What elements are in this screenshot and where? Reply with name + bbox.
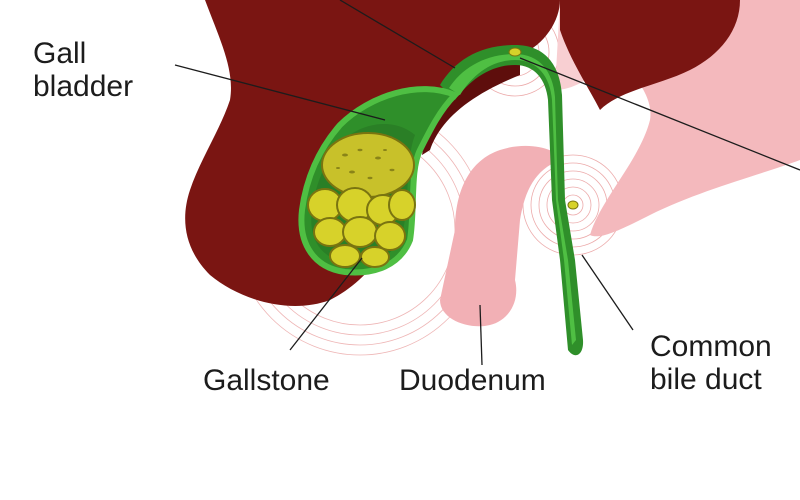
leader-common-bile-duct [581, 254, 634, 331]
liver-shadow-edge [422, 55, 520, 155]
liver-right-lobe [560, 0, 740, 110]
gallstones [307, 132, 416, 268]
gallstone [329, 244, 361, 268]
gallstone-texture [336, 148, 395, 180]
label-gall-bladder: Gall bladder [33, 37, 134, 103]
leader-top [339, 0, 456, 69]
gallstone [313, 217, 347, 247]
leader-lines [174, 0, 800, 366]
label-gallstone: Gallstone [203, 364, 330, 397]
label-common-bile-duct: Common bile duct [650, 330, 772, 396]
gallstone [374, 221, 406, 251]
leader-gall-bladder [174, 64, 386, 121]
bile-duct-inner [449, 54, 576, 345]
leader-right [519, 57, 800, 171]
label-duodenum: Duodenum [399, 364, 546, 397]
gallstone [342, 216, 378, 248]
leader-gallstone [289, 257, 363, 351]
gallstone [360, 246, 390, 268]
duct-stone-mid [567, 200, 579, 210]
duct-stone-top [508, 47, 522, 57]
bile-duct-outer [440, 45, 584, 356]
gallstone [388, 189, 416, 221]
duodenum-shape [440, 145, 560, 327]
gallstone-large [321, 132, 415, 198]
leader-duodenum [479, 304, 483, 366]
